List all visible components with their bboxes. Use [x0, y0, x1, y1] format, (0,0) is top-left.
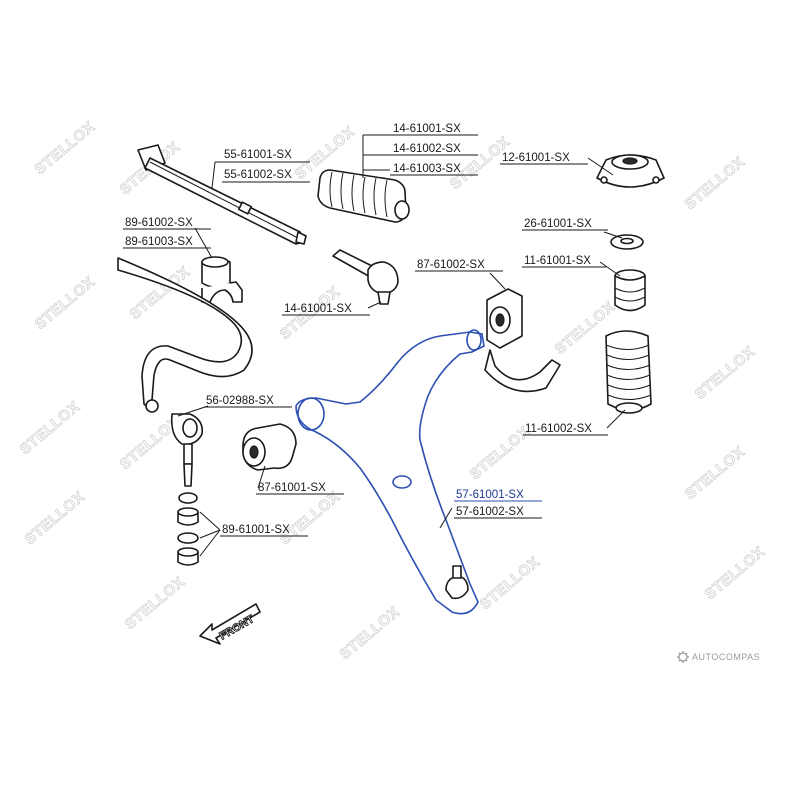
- watermark: STELLOX: [682, 153, 749, 213]
- stab-link-part: [170, 405, 209, 487]
- watermark: STELLOX: [337, 603, 404, 663]
- tie-rod-axial-part: [137, 144, 307, 245]
- part-number-label: 12-61001-SX: [502, 152, 570, 164]
- part-labels: 55-61001-SX 55-61002-SX 14-61001-SX 14-6…: [125, 123, 592, 536]
- part-number-label: 87-61002-SX: [417, 259, 485, 271]
- gear-icon: [677, 651, 689, 663]
- part-number-label-highlighted: 57-61001-SX: [456, 489, 524, 501]
- watermark: STELLOX: [692, 343, 759, 403]
- watermark: STELLOX: [277, 488, 344, 548]
- link-bushing-part: [177, 492, 221, 566]
- stab-bushing-part: [194, 227, 243, 303]
- watermark: STELLOX: [122, 573, 189, 633]
- label-leaders: [123, 134, 608, 537]
- part-number-label: 14-61002-SX: [393, 143, 461, 155]
- brand-mark: AUTOCOMPAS: [677, 651, 760, 663]
- part-number-label: 14-61001-SX: [393, 123, 461, 135]
- watermark: STELLOX: [467, 423, 534, 483]
- stabilizer-bar-part: [117, 257, 253, 413]
- arm-bushing-front-part: [242, 423, 297, 489]
- watermark: STELLOX: [32, 273, 99, 333]
- part-number-label: 57-61002-SX: [456, 506, 524, 518]
- part-number-label: 89-61003-SX: [125, 236, 193, 248]
- part-number-label: 89-61001-SX: [222, 524, 290, 536]
- steering-boot-part: [317, 134, 410, 223]
- part-number-label: 89-61002-SX: [125, 217, 193, 229]
- arm-bushing-rear-part: [484, 272, 561, 393]
- part-number-label: 11-61001-SX: [524, 255, 591, 267]
- brand-text: AUTOCOMPAS: [692, 652, 760, 662]
- watermark: STELLOX: [702, 543, 769, 603]
- watermark: STELLOX: [17, 398, 84, 458]
- bump-stop-part: [599, 261, 646, 312]
- dust-cover-part: [605, 330, 652, 429]
- strut-mount-part: [587, 154, 665, 188]
- watermark: STELLOX: [682, 443, 749, 503]
- part-number-label: 56-02988-SX: [206, 395, 274, 407]
- front-arrow: FRONT: [199, 603, 261, 645]
- part-number-label: 11-61002-SX: [525, 423, 592, 435]
- part-number-label: 14-61003-SX: [393, 163, 461, 175]
- part-number-label: 14-61001-SX: [284, 303, 352, 315]
- part-number-label: 55-61002-SX: [224, 169, 292, 181]
- watermark: STELLOX: [32, 118, 99, 178]
- part-number-label: 26-61001-SX: [524, 218, 592, 230]
- tie-rod-end-part: [332, 249, 399, 309]
- part-number-label: 55-61001-SX: [224, 149, 292, 161]
- part-number-label: 87-61001-SX: [258, 482, 326, 494]
- watermark: STELLOX: [477, 553, 544, 613]
- control-arm-part: [295, 329, 485, 615]
- bearing-part: [603, 231, 644, 250]
- watermark: STELLOX: [22, 488, 89, 548]
